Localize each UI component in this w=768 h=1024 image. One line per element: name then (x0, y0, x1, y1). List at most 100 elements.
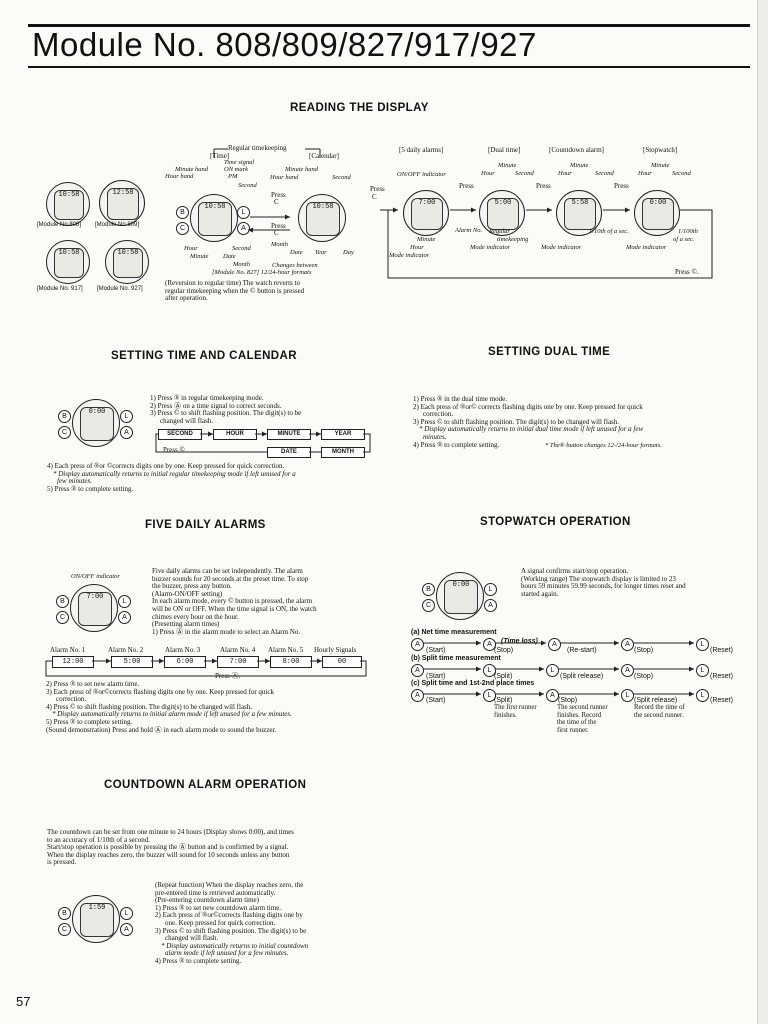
sw-c-split-label: (Split) (494, 697, 513, 704)
sw-c-note-1b: finishes. (494, 711, 517, 719)
calendar-label: [Calendar] (309, 152, 339, 160)
sw-c-note-3a: Record the time of (634, 704, 685, 711)
regular-label: Regular (489, 228, 510, 235)
hundredth-label: 1/100th (678, 228, 698, 235)
press-c2-label: Press ©. (675, 268, 699, 276)
countdown-step-repeat-2: pre-entered time is retrieved automatica… (155, 888, 276, 897)
box-month: MONTH (321, 447, 365, 458)
module-827-label: [Module No. 827] 12/24-hour formats (212, 269, 312, 276)
setting-time-step-3: 3) Press © to shift flashing position. T… (150, 409, 302, 418)
button-l-1: L (237, 206, 250, 219)
sw-b-stop-label: (Stop) (634, 673, 654, 680)
setting-time-step-2: 2) Press Ⓐ on a time signal to correct s… (150, 401, 282, 410)
press-c-label: C (274, 198, 279, 206)
sw-b-stop-btn: A (621, 664, 634, 677)
sw-a-stop2-label: (Stop) (634, 647, 654, 654)
second-label: Second (238, 182, 257, 189)
minute-b-label: Minute (570, 162, 589, 169)
label-927: [Module No. 927] (97, 286, 143, 292)
dual-step-2b: correction. (423, 410, 454, 419)
dual-note-2: minutes. (423, 432, 447, 441)
year-label: Year (315, 249, 327, 256)
dual-step-1: 1) Press ® in the dual time mode. (413, 395, 507, 403)
mode-indicator4-label: Mode indicator (626, 244, 667, 251)
reading-heading: READING THE DISPLAY (290, 102, 429, 114)
reversion-text: (Reversion to regular time) The watch re… (165, 279, 305, 303)
countdown-step-3b: changed will flash. (165, 934, 219, 943)
setting-time-note-2: few minutes. (57, 477, 92, 486)
setting-time-step-4: 4) Each press of ®or ©corrects digits on… (47, 462, 285, 470)
button-l-2: L (120, 410, 133, 423)
sw-c-note-2: The second runner finishes. Record the t… (557, 704, 608, 734)
alarm-3-display: 6:00 (164, 656, 206, 668)
mode-indicator2-label: Mode indicator (470, 244, 511, 251)
stopwatch-desc-2: (Working range) The stopwatch display is… (521, 574, 676, 583)
dual-step-3: 3) Press © to shift flashing position. T… (413, 417, 620, 426)
countdown-step-4: 4) Press ® to complete setting. (155, 956, 242, 965)
button-a-3: A (118, 611, 131, 624)
minute-a-label: Minute (498, 162, 517, 169)
dual-step-4: 4) Press ® to complete setting. (413, 440, 500, 449)
countdown-intro-4: When the display reaches zero, the buzze… (47, 850, 290, 859)
alarms-desc-9: 1) Press Ⓐ in the alarm mode to select a… (152, 627, 301, 636)
alarm-4-display: 7:00 (217, 656, 259, 668)
second3-label: Second (232, 245, 251, 252)
countdown-step-pre: (Pre-entering countdown alarm time) (155, 896, 259, 905)
watch-927-time: 10:58 (117, 248, 139, 257)
setting-time-steps: 1) Press ® in regular timekeeping mode. … (150, 394, 302, 425)
sw-a-restart-label: (Re-start) (567, 647, 597, 654)
alarm-5-display: 8:00 (270, 656, 312, 668)
dual-format-note: * The® button changes 12-/24-hour format… (545, 442, 662, 449)
sw-a-start-label: (Start) (426, 647, 446, 654)
button-a-2: A (120, 426, 133, 439)
sw-c-release-label: (Split release) (634, 697, 678, 704)
stopwatch-heading: STOPWATCH OPERATION (480, 516, 631, 528)
countdown-step-1: 1) Press ® to set new countdown alarm ti… (155, 903, 282, 912)
alarms-desc-3: the buzzer, press any button. (152, 582, 232, 591)
watch-stopwatch-op: 0:00 (436, 572, 484, 620)
stopwatch-desc-4: started again. (521, 589, 559, 598)
alarms-desc-6: will be ON or OFF. When the time signal … (152, 604, 317, 613)
reversion-line-2: regular timekeeping when the © button is… (165, 286, 305, 295)
date-label: Date (223, 253, 236, 260)
page-edge (757, 0, 768, 1024)
mode-indicator3-label: Mode indicator (541, 244, 582, 251)
hour-c-label: Hour (638, 170, 652, 177)
alarms-step-3b: correction. (56, 695, 87, 704)
watch-alarm-time: 7:00 (418, 199, 436, 208)
watch-808: 10:58 (46, 182, 90, 226)
setting-time-step-5: 5) Press ® to complete setting. (47, 484, 134, 493)
countdown-heading: COUNTDOWN ALARM OPERATION (104, 779, 307, 791)
setting-time-note: * Display automatically returns to initi… (53, 469, 296, 478)
press-a3-label: Press (536, 182, 551, 190)
page-title: Module No. 808/809/827/917/927 (32, 26, 537, 63)
sw-a-reset-label: (Reset) (710, 647, 733, 654)
second-b-label: Second (595, 170, 614, 177)
press-label-2: Press (271, 222, 286, 230)
watch-927: 10:58 (105, 240, 149, 284)
minute-hand-label: Minute hand (175, 166, 209, 173)
sw-a-stop-label: (Stop) (494, 647, 514, 654)
hour-b-label: Hour (558, 170, 572, 177)
hour-label: Hour (184, 245, 198, 252)
countdown-intro-1: The countdown can be set from one minute… (47, 828, 294, 836)
hourly-signals-label: Hourly Signals (314, 646, 357, 654)
on-off-indicator-label: ON/OFF indicator (397, 171, 446, 178)
alarm-1-display: 12:00 (52, 656, 94, 668)
alarm-sequence-loop (45, 660, 367, 677)
sw-c-note-3b: the second runner. (634, 711, 684, 719)
setting-time-step-1: 1) Press ® in regular timekeeping mode. (150, 394, 264, 402)
month-label: Month (271, 241, 288, 248)
hour-hand2-label: Hour hand (270, 174, 299, 181)
arrowhead-1 (285, 214, 290, 220)
alarms-sound-demo: (Sound demonstration) Press and hold Ⓐ i… (46, 725, 277, 734)
button-c-2: C (58, 426, 71, 439)
sw-b-reset-btn: L (696, 664, 709, 677)
box-date: DATE (267, 447, 311, 458)
box-second: SECOND (158, 429, 202, 440)
page-number: 57 (16, 994, 31, 1009)
alarms-step-5: 5) Press ® to complete setting. (46, 717, 133, 726)
month2-label: Month (233, 261, 250, 268)
button-b-4: B (422, 583, 435, 596)
watch-countdown-time: 5:58 (571, 199, 589, 208)
